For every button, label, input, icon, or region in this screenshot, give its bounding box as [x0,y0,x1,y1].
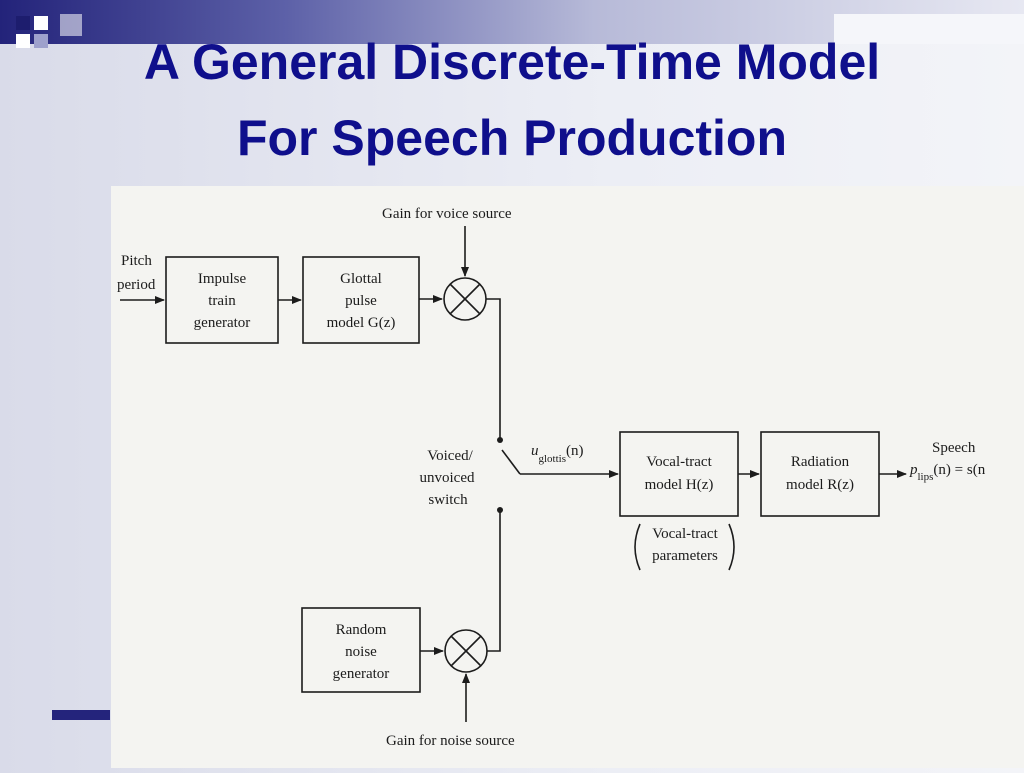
voiced-label: Voiced/ [427,448,473,464]
decor-bar [52,710,110,720]
slide-title-line-1: A General Discrete-Time Model [143,34,881,90]
decor-square [60,14,82,36]
random-noise-generator-box [301,607,421,693]
switch-contact-voiced [497,437,503,443]
model-g-label: model G(z) [327,315,396,331]
vocal-params-right-paren [728,523,735,571]
radiation-model-box [760,431,880,517]
pitch-label: Pitch [121,253,152,269]
decor-square [34,16,48,30]
title-bar [0,0,1024,44]
glottal-label: Glottal [340,271,382,287]
u-glottis-label: uglottis(n) [531,443,584,465]
model-r-label: model R(z) [786,477,854,493]
speech-label: Speech [932,440,976,456]
pulse-label: pulse [345,293,377,309]
vocal-tract-model-box [619,431,739,517]
decor-square [16,16,30,30]
switch-contact-unvoiced [497,507,503,513]
slide-title-line-2: For Speech Production [236,110,788,166]
vocal-params-label-1: Vocal-tract [652,526,718,542]
generator-label: generator [194,315,251,331]
random-generator-label: generator [333,666,390,682]
block-diagram: Gain for voice source Pitch period Impul… [117,206,986,749]
unvoiced-path-line [487,512,501,652]
voiced-path-line [486,298,501,438]
radiation-label: Radiation [791,454,850,470]
gain-noise-label: Gain for noise source [386,733,515,749]
gain-voice-label: Gain for voice source [382,206,512,222]
train-label: train [208,293,236,309]
voice-gain-multiplier [443,277,487,321]
speech-output-label: plips(n) = s(n [909,462,986,483]
noise-gain-multiplier [444,629,488,673]
vocal-tract-label: Vocal-tract [646,454,712,470]
vocal-params-left-paren [634,523,641,571]
speech-model-diagram: Gain for voice source Pitch period Impul… [111,186,1024,768]
random-label: Random [336,622,387,638]
unvoiced-label: unvoiced [420,470,475,486]
decor-square [34,34,48,48]
noise-label: noise [345,644,377,660]
vocal-params-label-2: parameters [652,548,718,564]
switch-arm [501,449,521,475]
impulse-label: Impulse [198,271,247,287]
model-h-label: model H(z) [645,477,714,493]
title-bar-fade [834,14,1024,44]
switch-label: switch [428,492,468,508]
glottal-pulse-model-box [302,256,420,344]
decor-square [16,34,30,48]
period-label: period [117,277,156,293]
